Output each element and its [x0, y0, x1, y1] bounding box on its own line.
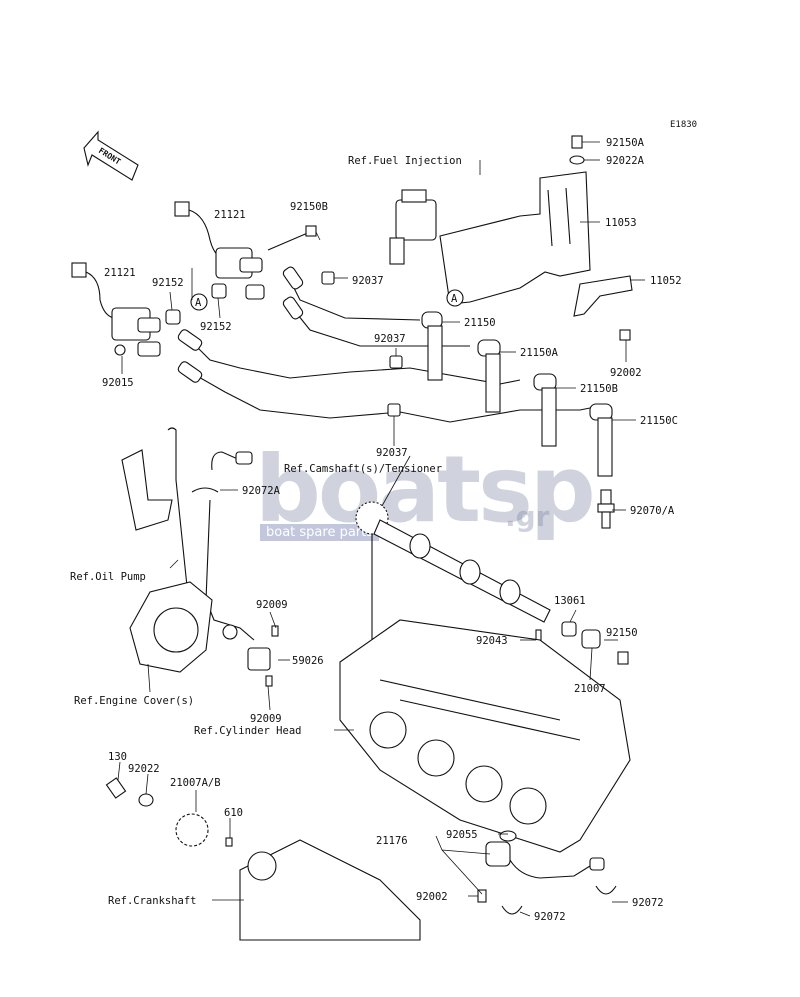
ignition-coil-lower[interactable]: [71, 262, 161, 357]
watermark-suffix: .gr: [505, 500, 550, 533]
label-92072-b: 92072: [632, 897, 664, 909]
plug-cap-21150[interactable]: [421, 311, 443, 381]
bracket-11053[interactable]: [439, 171, 591, 305]
label-92009-b: 92009: [250, 713, 282, 725]
key-610[interactable]: [225, 837, 233, 847]
label-21121-b: 21121: [104, 267, 136, 279]
bolt-92150A[interactable]: [571, 135, 583, 149]
washer-92022[interactable]: [138, 793, 154, 807]
spark-plug-92070A[interactable]: [597, 489, 615, 529]
label-ref-crankshaft: Ref.Crankshaft: [108, 895, 197, 907]
clamp-11052[interactable]: [573, 275, 633, 317]
engine-cover: [129, 581, 213, 673]
label-92072A: 92072A: [242, 485, 281, 497]
label-92152-b: 92152: [200, 321, 232, 333]
bolt-130[interactable]: [105, 777, 127, 799]
crankshaft: [239, 839, 421, 941]
label-92070A: 92070/A: [630, 505, 675, 517]
oring-92055[interactable]: [499, 830, 517, 842]
label-ref-fuel-injection: Ref.Fuel Injection: [348, 155, 462, 167]
bolt-92150[interactable]: [617, 651, 629, 665]
label-92022A: 92022A: [606, 155, 645, 167]
label-92002-bottom: 92002: [416, 891, 448, 903]
callout-a-right-text: A: [451, 293, 458, 305]
label-21150B: 21150B: [580, 383, 618, 395]
clip-92072-a[interactable]: [501, 905, 523, 915]
oil-dipstick: [121, 427, 189, 597]
cylinder-head: [339, 619, 631, 853]
label-610: 610: [224, 807, 243, 819]
diagram-code: E1830: [670, 120, 698, 130]
label-92055: 92055: [446, 829, 478, 841]
bolt-92009-a[interactable]: [271, 625, 279, 637]
plug-cap-21150C[interactable]: [589, 403, 613, 477]
bolt-92150B[interactable]: [267, 225, 317, 251]
label-92009-a: 92009: [256, 599, 288, 611]
watermark-brand: boatsp: [255, 436, 596, 543]
label-13061: 13061: [554, 595, 586, 607]
label-ref-camshaft: Ref.Camshaft(s)/Tensioner: [284, 463, 442, 475]
label-11052: 11052: [650, 275, 682, 287]
fuel-injection-unit: [389, 189, 437, 265]
callout-a-left-text: A: [195, 297, 202, 309]
label-92022: 92022: [128, 763, 160, 775]
label-130: 130: [108, 751, 127, 763]
callout-a-right: A: [446, 289, 464, 307]
label-92150B: 92150B: [290, 201, 328, 213]
label-ref-oil-pump: Ref.Oil Pump: [70, 571, 146, 583]
bolt-92002-top[interactable]: [619, 329, 631, 341]
sensor-59026[interactable]: [222, 624, 271, 671]
rotor-21007AB[interactable]: [175, 813, 209, 847]
ignition-coil-upper[interactable]: [174, 201, 265, 300]
washer-92022A[interactable]: [569, 155, 585, 165]
label-59026: 59026: [292, 655, 324, 667]
bolt-92002-bottom[interactable]: [477, 889, 487, 903]
bolt-92009-b[interactable]: [265, 675, 273, 687]
label-11053: 11053: [605, 217, 637, 229]
cap-13061[interactable]: [561, 621, 577, 637]
label-92037-a: 92037: [352, 275, 384, 287]
callout-a-left: A: [190, 293, 208, 311]
label-21150A: 21150A: [520, 347, 559, 359]
plug-cap-21150A[interactable]: [477, 339, 501, 413]
front-arrow-icon: FRONT: [83, 130, 139, 181]
clamp-92037-c[interactable]: [387, 403, 401, 417]
clip-92072-b[interactable]: [595, 885, 617, 895]
label-92043: 92043: [476, 635, 508, 647]
circlip-92072A[interactable]: [191, 487, 219, 493]
label-92037-c: 92037: [376, 447, 408, 459]
collar-92152-a[interactable]: [165, 309, 181, 325]
label-92037-b: 92037: [374, 333, 406, 345]
label-92072-a: 92072: [534, 911, 566, 923]
label-92152-a: 92152: [152, 277, 184, 289]
nut-92015[interactable]: [114, 344, 126, 356]
label-21150: 21150: [464, 317, 496, 329]
label-ref-cylinder-head: Ref.Cylinder Head: [194, 725, 301, 737]
label-92150: 92150: [606, 627, 638, 639]
label-21176: 21176: [376, 835, 408, 847]
plug-21007[interactable]: [581, 629, 601, 649]
label-92015: 92015: [102, 377, 134, 389]
label-21007: 21007: [574, 683, 606, 695]
clamp-92037-a[interactable]: [321, 271, 335, 285]
plug-cap-21150B[interactable]: [533, 373, 557, 447]
leader-lines: [117, 141, 645, 917]
label-21150C: 21150C: [640, 415, 678, 427]
watermark-tagline: boat spare parts: [260, 524, 380, 541]
camshaft: [355, 501, 551, 650]
label-92150A: 92150A: [606, 137, 645, 149]
label-21121-a: 21121: [214, 209, 246, 221]
sensor-lead: [205, 451, 255, 641]
label-ref-engine-cover: Ref.Engine Cover(s): [74, 695, 194, 707]
collar-92152-b[interactable]: [211, 283, 227, 299]
clamp-92037-b[interactable]: [389, 355, 403, 369]
label-92002-top: 92002: [610, 367, 642, 379]
label-21007AB: 21007A/B: [170, 777, 221, 789]
